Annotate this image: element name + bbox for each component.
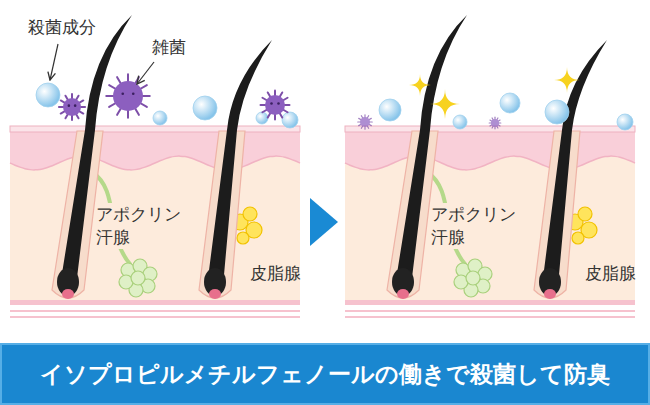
- sebaceous-lobe: [572, 232, 584, 244]
- caption-band: イソプロピルメチルフェノールの働きで殺菌して防臭: [0, 343, 650, 405]
- bactericide-bubble: [617, 114, 633, 130]
- epidermis: [10, 128, 300, 170]
- bactericide-bubble: [282, 112, 298, 128]
- subcutis-line: [345, 310, 635, 312]
- germ: [106, 74, 150, 118]
- leader-line: [137, 62, 154, 84]
- epidermis-edge: [10, 156, 300, 170]
- skin-before: [10, 15, 300, 317]
- germ-eye: [132, 92, 135, 95]
- germ-body: [113, 81, 143, 111]
- sparkle: [554, 67, 580, 93]
- germ-eye: [270, 102, 273, 105]
- germ-eye: [121, 92, 124, 95]
- epidermis: [345, 128, 635, 170]
- epidermis-edge: [345, 156, 635, 170]
- subcutis-band: [10, 300, 300, 305]
- sparkle: [430, 89, 460, 119]
- hair-papilla: [397, 289, 409, 299]
- bactericide-bubble: [153, 111, 167, 125]
- germ: [489, 117, 501, 129]
- germ-eye: [277, 102, 280, 105]
- sebaceous-lobe: [243, 207, 257, 221]
- part-label: アポクリン 汗腺: [96, 203, 191, 249]
- bactericide-bubble: [500, 93, 520, 113]
- part-label: アポクリン 汗腺: [431, 203, 526, 249]
- sebaceous-lobe: [237, 232, 249, 244]
- germ-eye: [68, 104, 71, 107]
- bactericide-bubble: [545, 100, 569, 124]
- bactericide-bubble: [193, 96, 217, 120]
- bactericide-bubble: [256, 112, 268, 124]
- leader-line: [50, 44, 58, 80]
- skin-after: [345, 15, 635, 317]
- callout-label: 殺菌成分: [28, 16, 96, 39]
- subcutis-line: [10, 310, 300, 312]
- germ-body: [491, 119, 499, 127]
- hair-papilla: [62, 289, 74, 299]
- subcutis-band: [345, 300, 635, 305]
- callout-label: 雑菌: [152, 36, 186, 59]
- arrow-triangle: [310, 198, 338, 246]
- sebaceous-lobe: [578, 207, 592, 221]
- part-label: 皮脂腺: [250, 262, 301, 285]
- germ: [261, 91, 290, 120]
- hair-papilla: [209, 289, 221, 299]
- bactericide-bubble: [379, 99, 401, 121]
- subcutis-line: [345, 316, 635, 318]
- germ-body: [360, 117, 370, 127]
- germ-eye: [74, 104, 77, 107]
- part-label: 皮脂腺: [585, 262, 636, 285]
- skin-surface: [345, 126, 635, 132]
- germ-body: [265, 95, 285, 115]
- hair-shaft: [542, 40, 607, 286]
- subcutis-line: [10, 316, 300, 318]
- apocrine-coil: [466, 271, 480, 285]
- germ: [59, 94, 85, 120]
- hair-papilla: [544, 289, 556, 299]
- caption-text: イソプロピルメチルフェノールの働きで殺菌して防臭: [40, 359, 610, 390]
- bactericide-bubble: [453, 115, 467, 129]
- skin-surface: [10, 126, 300, 132]
- hair-shaft: [207, 40, 272, 286]
- germ-body: [63, 98, 81, 116]
- apocrine-coil: [131, 271, 145, 285]
- germ: [358, 115, 373, 130]
- bactericide-bubble: [36, 83, 60, 107]
- sparkle: [409, 74, 431, 96]
